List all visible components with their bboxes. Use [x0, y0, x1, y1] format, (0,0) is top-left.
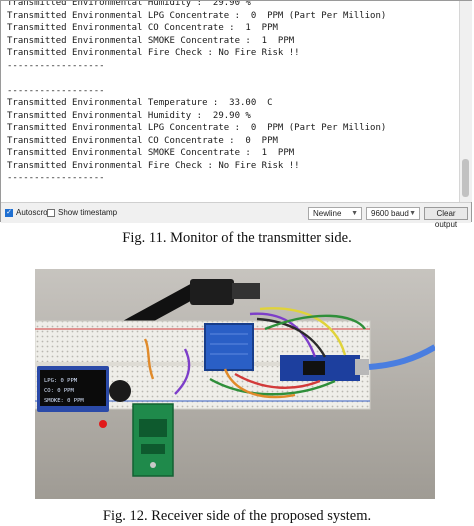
checkmark-icon: ✓: [5, 208, 13, 217]
baud-rate-value: 9600 baud: [371, 209, 409, 218]
usb-cable: [368, 344, 435, 370]
chevron-down-icon: ▼: [409, 210, 416, 217]
oled-line-smoke: SMOKE: 0 PPM: [44, 398, 84, 404]
rf-module: [204, 323, 254, 371]
oled-display: LPG: 0 PPM CO: 0 PPM SMOKE: 0 PPM: [37, 366, 109, 412]
line-ending-select[interactable]: Newline ▼: [308, 207, 362, 220]
buzzer: [109, 380, 131, 402]
console-line: Transmitted Environmental CO Concentrate…: [7, 23, 278, 33]
console-line: ------------------: [7, 60, 105, 71]
clear-output-button[interactable]: Clear output: [424, 207, 468, 229]
show-timestamp-checkbox[interactable]: Show timestamp: [47, 208, 117, 217]
console-line: ------------------: [7, 173, 105, 183]
console-line: Transmitted Environmental Fire Check : N…: [7, 48, 300, 58]
console-line: Transmitted Environmental SMOKE Concentr…: [7, 148, 295, 158]
gas-sensor-module: [132, 403, 174, 477]
console-line: Transmitted Environmental LPG Concentrat…: [7, 10, 387, 21]
red-led: [99, 420, 107, 428]
vertical-scrollbar[interactable]: [459, 1, 472, 202]
console-line: Transmitted Environmental LPG Concentrat…: [7, 123, 387, 133]
scrollbar-thumb[interactable]: [462, 159, 469, 197]
figure-12-caption: Fig. 12. Receiver side of the proposed s…: [102, 508, 372, 524]
console-line: Transmitted Environmental SMOKE Concentr…: [7, 35, 295, 46]
console-line: [7, 72, 459, 85]
oled-line-lpg: LPG: 0 PPM: [44, 378, 78, 384]
receiver-hardware-photo: LPG: 0 PPM CO: 0 PPM SMOKE: 0 PPM: [35, 269, 435, 499]
baud-rate-select[interactable]: 9600 baud ▼: [366, 207, 420, 220]
chevron-down-icon: ▼: [351, 210, 358, 217]
serial-monitor-toolbar: ✓ Autoscroll Show timestamp Newline ▼ 96…: [1, 202, 471, 229]
serial-monitor-screenshot: Transmitted Environmental Humidity : 29.…: [0, 0, 472, 229]
microcontroller-board: [280, 355, 369, 381]
autoscroll-label: Autoscroll: [16, 208, 52, 217]
checkbox-empty-icon: [47, 208, 55, 217]
console-line: Transmitted Environmental Fire Check : N…: [7, 160, 300, 171]
console-line: Transmitted Environmental Temperature : …: [7, 98, 273, 108]
console-line: Transmitted Environmental CO Concentrate…: [7, 135, 278, 146]
oled-line-co: CO: 0 PPM: [44, 388, 74, 394]
line-ending-value: Newline: [313, 209, 342, 218]
console-line: ------------------: [7, 85, 105, 96]
photo-illustration: LPG: 0 PPM CO: 0 PPM SMOKE: 0 PPM: [35, 269, 435, 499]
jumper-wires: [143, 307, 366, 399]
autoscroll-checkbox[interactable]: ✓ Autoscroll: [5, 208, 51, 217]
timestamp-label: Show timestamp: [58, 208, 118, 217]
figure-11-caption: Fig. 11. Monitor of the transmitter side…: [122, 230, 352, 246]
console-line: Transmitted Environmental Humidity : 29.…: [7, 1, 251, 8]
console-line: Transmitted Environmental Humidity : 29.…: [7, 110, 251, 121]
serial-output-area: Transmitted Environmental Humidity : 29.…: [1, 1, 459, 202]
